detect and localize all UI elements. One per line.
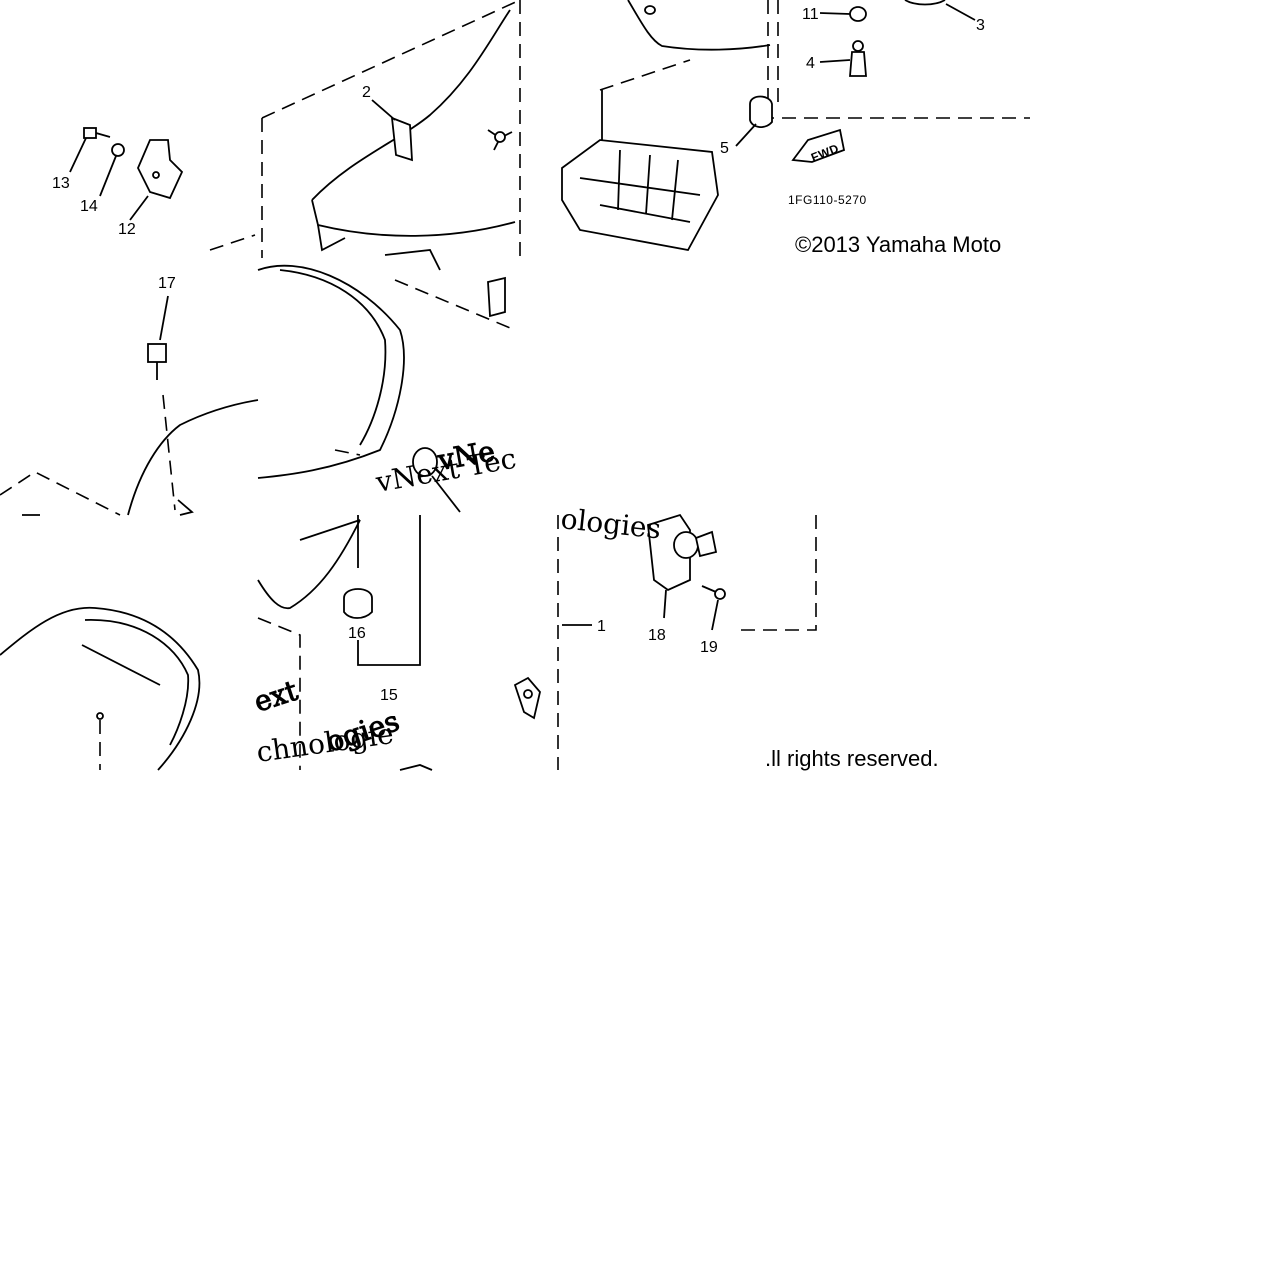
seat-cushion-outline bbox=[257, 264, 405, 479]
leader-line bbox=[159, 295, 169, 341]
callout-16: 16 bbox=[348, 625, 366, 642]
dashed-outline bbox=[261, 0, 521, 119]
callout-5: 5 bbox=[720, 140, 729, 157]
bolt-shank bbox=[95, 132, 111, 138]
seat-lower-edge bbox=[299, 519, 361, 541]
leader-line bbox=[431, 475, 461, 513]
callout-11: 11 bbox=[802, 6, 819, 23]
callout-15: 15 bbox=[380, 687, 398, 704]
tile-middle-left: 17 bbox=[0, 275, 259, 516]
dashed-outline bbox=[599, 59, 691, 91]
callout-19: 19 bbox=[700, 639, 718, 656]
seat-seam bbox=[81, 644, 161, 686]
screw-part-19-head bbox=[714, 588, 726, 600]
callout-1: 1 bbox=[597, 618, 606, 635]
screw-part-19-shank bbox=[701, 585, 717, 593]
copyright-text-2: .ll rights reserved. bbox=[765, 746, 939, 771]
tile-top-left: 2 13 14 12 bbox=[52, 0, 521, 271]
leader-line bbox=[129, 195, 149, 221]
leader-line bbox=[735, 123, 757, 147]
callout-12: 12 bbox=[118, 221, 136, 238]
fastener-part-4-head bbox=[852, 40, 864, 52]
grommet-part-11 bbox=[849, 6, 867, 22]
leader-line bbox=[371, 99, 396, 121]
dashed-outline bbox=[0, 471, 121, 516]
dashed-outline bbox=[740, 515, 817, 631]
seat-cushion-inner bbox=[84, 619, 190, 746]
leader-line bbox=[819, 59, 851, 63]
damper-part-5 bbox=[749, 95, 773, 128]
seat-cushion-outline bbox=[0, 606, 201, 771]
fwd-arrow-icon bbox=[791, 128, 846, 163]
seat-base-edge bbox=[317, 224, 346, 252]
alignment-line bbox=[162, 394, 176, 511]
callout-18: 18 bbox=[648, 627, 666, 644]
seat-base bbox=[311, 199, 516, 237]
seat-outline bbox=[127, 399, 259, 516]
seat-outline bbox=[311, 9, 511, 201]
leader-line bbox=[69, 137, 87, 173]
copyright-text: ©2013 Yamaha Moto bbox=[795, 232, 1001, 257]
leader-line bbox=[99, 155, 117, 197]
leader-line bbox=[819, 12, 851, 15]
callout-3: 3 bbox=[976, 17, 985, 34]
tile-top-right: FWD 11 3 4 5 1FG110-5270 ©2013 Yamaha Mo… bbox=[561, 0, 1030, 257]
cable-line bbox=[627, 0, 771, 51]
seat-lower-edge bbox=[257, 519, 361, 610]
dashed-outline bbox=[257, 617, 301, 770]
callout-4: 4 bbox=[806, 55, 815, 72]
callout-2: 2 bbox=[362, 84, 371, 101]
lock-key bbox=[694, 530, 718, 558]
latch-hole bbox=[152, 171, 160, 179]
tile-lower-center: 16 15 chnologie ext ogies bbox=[249, 515, 541, 771]
leader-line bbox=[711, 599, 719, 631]
bracket-edge bbox=[399, 764, 433, 771]
seat-mount-point bbox=[96, 712, 104, 720]
callout-13: 13 bbox=[52, 175, 70, 192]
latch-part-12 bbox=[137, 139, 184, 200]
pivot-point bbox=[494, 131, 506, 143]
diagram-reference: 1FG110-5270 bbox=[788, 193, 867, 207]
tile-lower-right: 1 18 19 ologies .ll rights reserved. bbox=[557, 502, 939, 771]
watermark-text: ologies bbox=[559, 502, 662, 545]
tile-lower-left bbox=[0, 514, 201, 771]
leader-line bbox=[663, 589, 667, 619]
bolt-part-13 bbox=[83, 127, 97, 139]
seat-cushion-inner bbox=[279, 269, 387, 446]
watermark-outline: ext bbox=[250, 674, 302, 719]
leader-line bbox=[945, 3, 976, 21]
washer-part-14 bbox=[111, 143, 125, 157]
cable-end bbox=[644, 5, 656, 15]
grommet-part bbox=[412, 447, 438, 477]
bracket-tab bbox=[487, 276, 506, 318]
tile-middle-center: vNext Tec vNe bbox=[257, 264, 519, 513]
storage-tray bbox=[561, 139, 719, 252]
bolt-part-17-head bbox=[147, 343, 167, 363]
clip-part-2 bbox=[390, 116, 413, 162]
callout-17: 17 bbox=[158, 275, 176, 292]
mount-tab bbox=[177, 499, 194, 516]
lock-cylinder bbox=[673, 531, 699, 559]
seat-base-edge bbox=[384, 249, 441, 271]
dashed-outline bbox=[209, 234, 256, 251]
bracket-leader-15 bbox=[357, 515, 421, 666]
part-3 bbox=[904, 0, 946, 6]
tray-ribs bbox=[579, 149, 701, 223]
grommet-part-16 bbox=[343, 588, 373, 619]
hook-hole bbox=[523, 689, 533, 699]
fastener-part-4 bbox=[849, 51, 867, 77]
dashed-outline bbox=[334, 449, 361, 456]
callout-14: 14 bbox=[80, 198, 98, 215]
